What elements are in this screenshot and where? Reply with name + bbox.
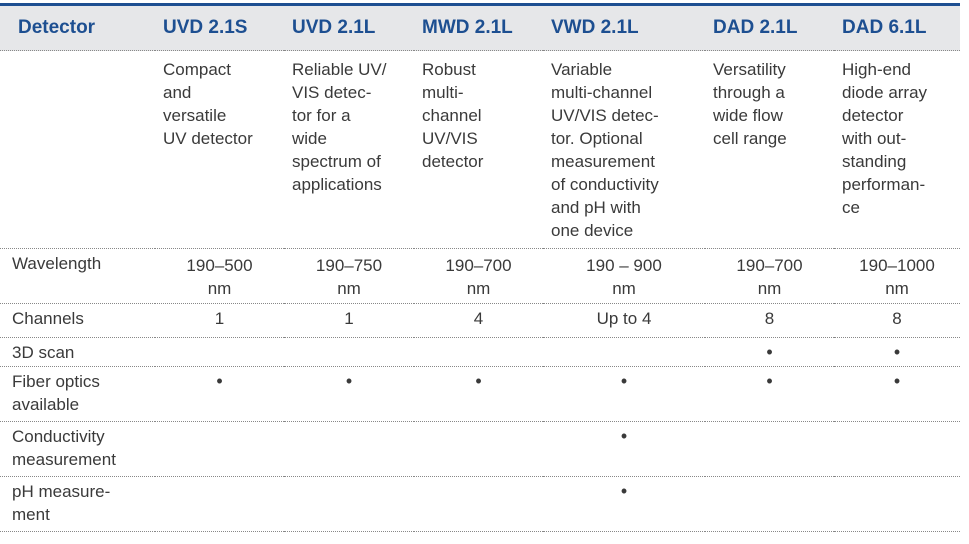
value-cell: Up to 4 — [596, 309, 652, 328]
table-row: Channels 1 1 4 Up to 4 8 8 — [0, 303, 960, 338]
row-label: Conductivity measurement — [12, 427, 116, 469]
value-cell: 190–700 nm — [736, 256, 803, 298]
value-cell: 8 — [764, 309, 775, 328]
value-cell: 190–500 nm — [186, 256, 253, 298]
detector-comparison-table: Detector UVD 2.1S UVD 2.1L MWD 2.1L VWD 2.1L… — [0, 3, 960, 532]
column-header-model: UVD 2.1S — [163, 17, 248, 38]
bullet-icon: • — [345, 371, 353, 391]
row-label: Channels — [12, 309, 84, 328]
value-cell: 8 — [892, 309, 902, 328]
empty-cell — [0, 51, 155, 249]
value-cell — [705, 422, 834, 477]
column-header-model: UVD 2.1L — [292, 17, 376, 38]
value-cell: 1 — [214, 309, 225, 328]
value-cell: 190–1000 nm — [859, 256, 935, 298]
value-cell: 190 – 900 nm — [586, 256, 662, 298]
bullet-icon: • — [620, 426, 628, 446]
table-row: Conductivity measurement • — [0, 421, 960, 477]
bullet-icon: • — [893, 371, 901, 391]
column-header-model: MWD 2.1L — [422, 17, 513, 38]
column-header-model: DAD 6.1L — [842, 17, 927, 38]
description-row: Compact and versatile UV detector Reliabl… — [0, 50, 960, 249]
value-cell — [284, 338, 414, 367]
value-cell — [414, 477, 543, 532]
table-row: Fiber optics available • • • • • • — [0, 366, 960, 422]
table-row: pH measure- ment • — [0, 476, 960, 532]
bullet-icon: • — [620, 371, 628, 391]
column-header-model: DAD 2.1L — [713, 17, 798, 38]
description-cell: Versatility through a wide flow cell ran… — [713, 60, 787, 148]
bullet-icon: • — [475, 371, 482, 391]
column-header-model: VWD 2.1L — [551, 17, 639, 38]
bullet-icon: • — [766, 342, 773, 362]
bullet-icon: • — [766, 371, 773, 391]
row-label: 3D scan — [12, 343, 75, 362]
value-cell — [834, 422, 960, 477]
bullet-icon: • — [893, 342, 901, 362]
bullet-icon: • — [620, 481, 628, 501]
value-cell — [705, 477, 834, 532]
value-cell — [414, 338, 543, 367]
description-cell: High-end diode array detector with out- … — [842, 60, 928, 217]
value-cell — [155, 477, 284, 532]
header-row: Detector UVD 2.1S UVD 2.1L MWD 2.1L VWD 2.1L… — [0, 4, 960, 51]
value-cell — [284, 477, 414, 532]
description-cell: Robust multi- channel UV/VIS detector — [422, 60, 484, 171]
value-cell — [284, 422, 414, 477]
table-row: Wavelength 190–500 nm 190–750 nm 190–700 nm… — [0, 248, 960, 304]
row-label: Fiber optics available — [12, 372, 100, 414]
row-label: pH measure- ment — [12, 482, 111, 524]
value-cell — [155, 422, 284, 477]
value-cell — [414, 422, 543, 477]
column-header-detector: Detector — [18, 17, 96, 38]
value-cell: 1 — [344, 309, 354, 328]
value-cell — [834, 477, 960, 532]
value-cell — [543, 338, 705, 367]
value-cell: 190–700 nm — [445, 256, 512, 298]
table-row: 3D scan • • — [0, 337, 960, 367]
value-cell: 4 — [473, 309, 484, 328]
bullet-icon: • — [216, 371, 223, 391]
description-cell: Compact and versatile UV detector — [163, 60, 253, 148]
value-cell: 190–750 nm — [315, 256, 383, 298]
description-cell: Reliable UV/ VIS detec- tor for a wide s… — [292, 60, 387, 194]
value-cell — [155, 338, 284, 367]
description-cell: Variable multi-channel UV/VIS detec- tor… — [551, 60, 659, 240]
row-label: Wavelength — [12, 254, 102, 273]
